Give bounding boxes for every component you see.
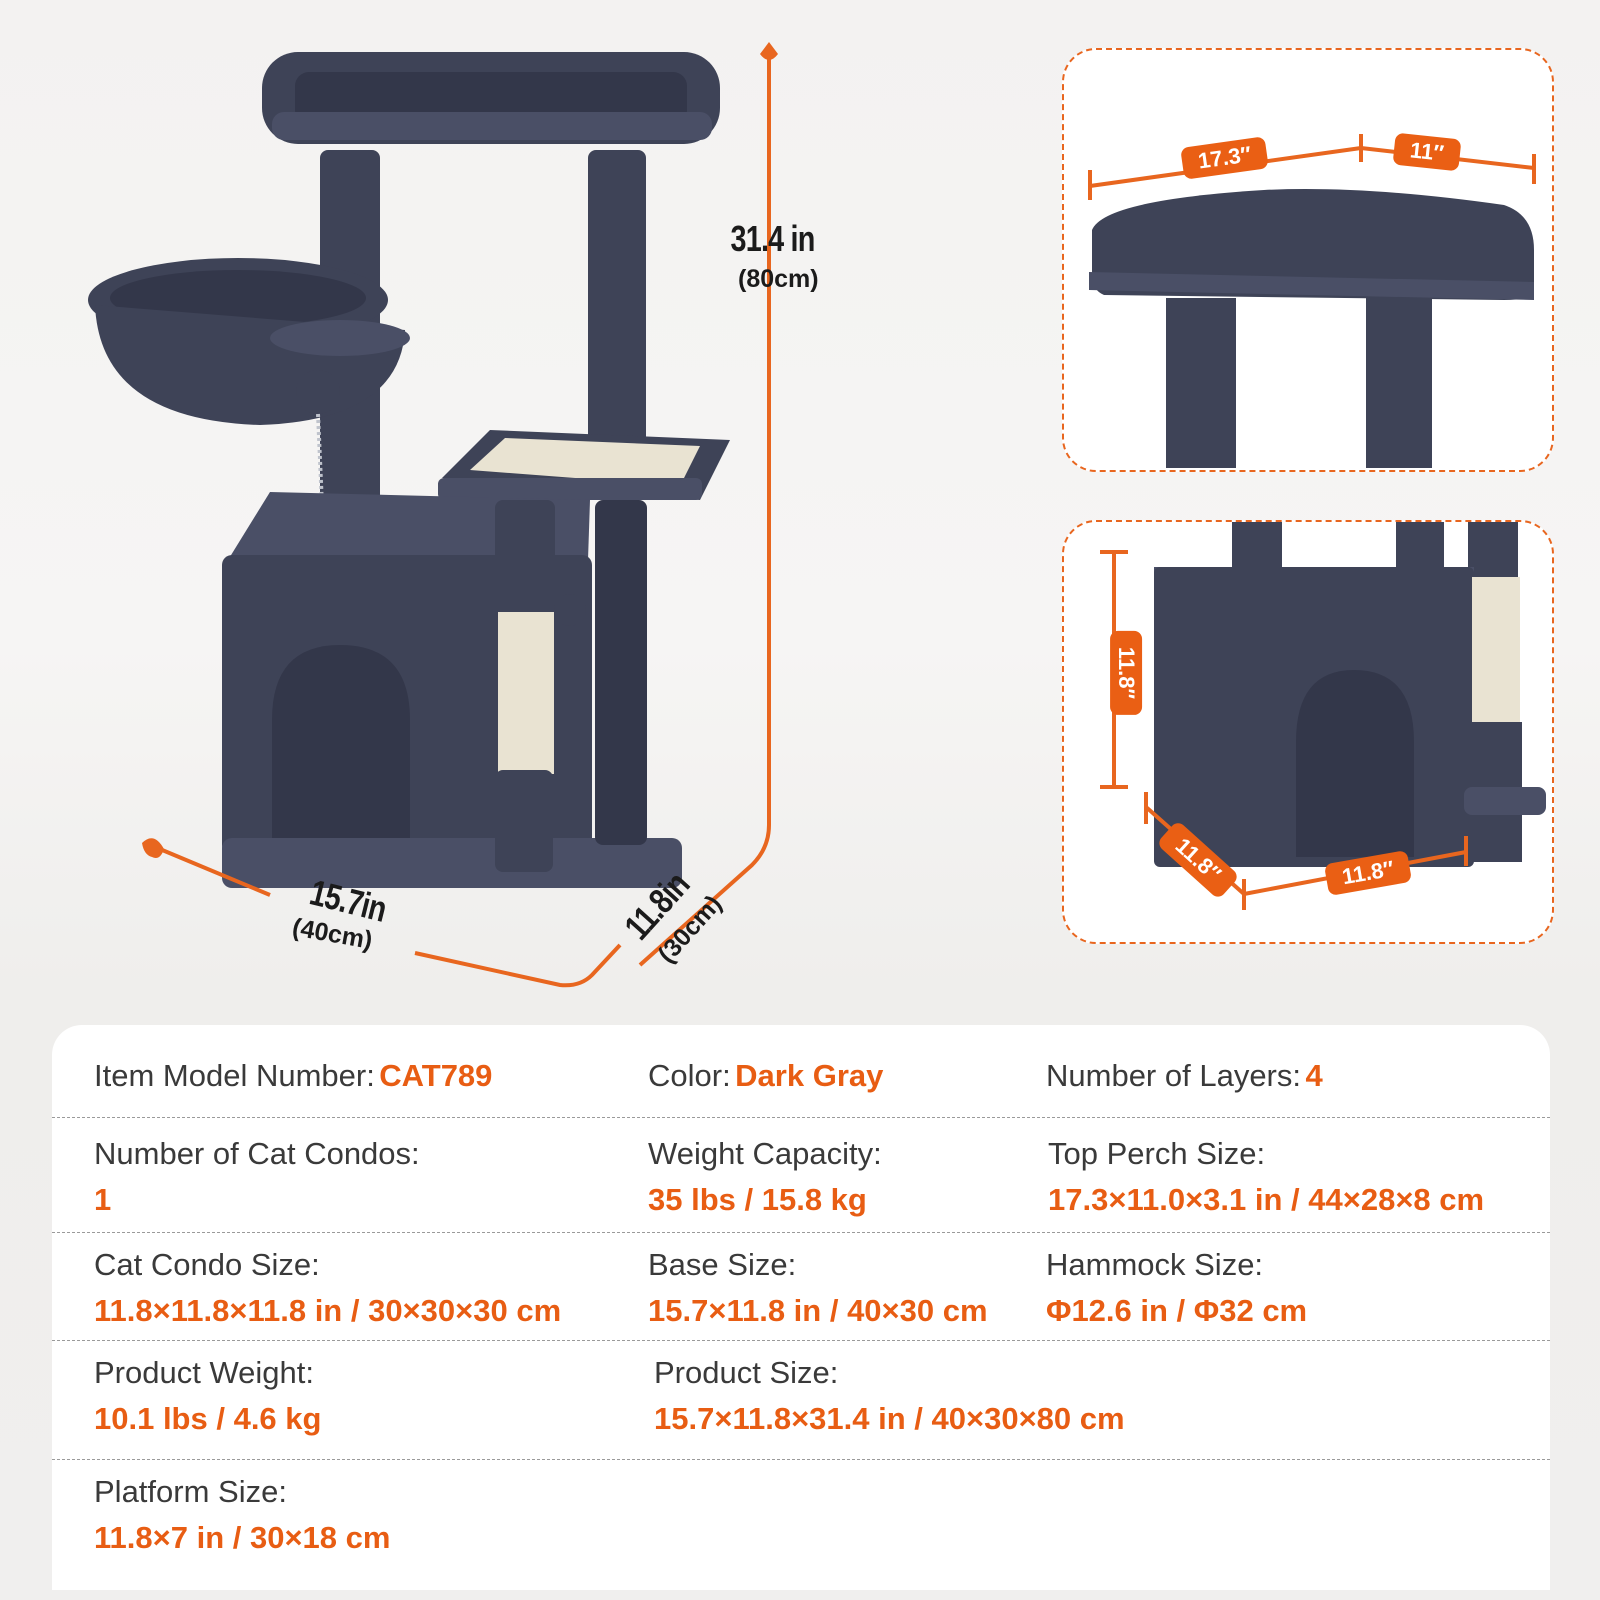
spec-label: Top Perch Size:: [1048, 1136, 1266, 1171]
spec-value: 1: [94, 1182, 112, 1217]
spec-label: Base Size:: [648, 1247, 797, 1282]
spec-value: 15.7×11.8×31.4 in / 40×30×80 cm: [654, 1401, 1125, 1436]
spec-value: Φ12.6 in / Φ32 cm: [1046, 1293, 1308, 1328]
perch-width-label: 11″: [1392, 132, 1462, 172]
spec-row: Platform Size: 11.8×7 in / 30×18 cm: [52, 1460, 1550, 1590]
condo-height-label: 11.8″: [1110, 630, 1143, 716]
spec-label: Color:: [648, 1058, 731, 1093]
spec-hammock-size: Hammock Size: Φ12.6 in / Φ32 cm: [1046, 1247, 1307, 1329]
spec-label: Number of Cat Condos:: [94, 1136, 420, 1171]
specifications-card: Item Model Number: CAT789 Color: Dark Gr…: [52, 1025, 1550, 1590]
spec-label: Number of Layers:: [1046, 1058, 1301, 1093]
spec-row: Item Model Number: CAT789 Color: Dark Gr…: [52, 1025, 1550, 1118]
spec-label: Product Size:: [654, 1355, 839, 1390]
scratch-platform: [438, 430, 730, 500]
spec-label: Product Weight:: [94, 1355, 314, 1390]
spec-value: Dark Gray: [735, 1058, 884, 1093]
spec-weight-capacity: Weight Capacity: 35 lbs / 15.8 kg: [648, 1136, 882, 1218]
perch-dimension-lines: [1088, 134, 1536, 200]
spec-label: Platform Size:: [94, 1474, 287, 1509]
spec-base-size: Base Size: 15.7×11.8 in / 40×30 cm: [648, 1247, 988, 1329]
spec-color: Color: Dark Gray: [648, 1058, 883, 1094]
spec-product-size: Product Size: 15.7×11.8×31.4 in / 40×30×…: [654, 1355, 1125, 1437]
top-perch-detail-panel: 17.3″ 11″: [1062, 48, 1554, 472]
spec-value: 11.8×7 in / 30×18 cm: [94, 1520, 391, 1555]
spec-label: Weight Capacity:: [648, 1136, 882, 1171]
spec-value: 17.3×11.0×3.1 in / 44×28×8 cm: [1048, 1182, 1485, 1217]
spec-value: 4: [1305, 1058, 1323, 1093]
spec-model-number: Item Model Number: CAT789: [94, 1058, 492, 1094]
cat-tree-illustration: [88, 52, 730, 888]
condo-dimension-lines: [1100, 550, 1468, 910]
top-perch: [262, 52, 720, 144]
condo-image: [1154, 522, 1546, 867]
spec-product-weight: Product Weight: 10.1 lbs / 4.6 kg: [94, 1355, 321, 1437]
hammock: [88, 258, 410, 425]
spec-value: 15.7×11.8 in / 40×30 cm: [648, 1293, 988, 1328]
spec-value: CAT789: [379, 1058, 493, 1093]
spec-layers: Number of Layers: 4: [1046, 1058, 1323, 1094]
spec-condo-size: Cat Condo Size: 11.8×11.8×11.8 in / 30×3…: [94, 1247, 561, 1329]
spec-label: Item Model Number:: [94, 1058, 375, 1093]
spec-row: Cat Condo Size: 11.8×11.8×11.8 in / 30×3…: [52, 1233, 1550, 1341]
height-dimension-secondary: (80cm): [738, 265, 819, 293]
spec-cat-condos: Number of Cat Condos: 1: [94, 1136, 420, 1218]
spec-top-perch-size: Top Perch Size: 17.3×11.0×3.1 in / 44×28…: [1048, 1136, 1484, 1218]
condo-detail-panel: 11.8″ 11.8″ 11.8″: [1062, 520, 1554, 944]
spec-value: 11.8×11.8×11.8 in / 30×30×30 cm: [94, 1293, 562, 1328]
height-dimension-arrow: [638, 42, 778, 967]
spec-value: 10.1 lbs / 4.6 kg: [94, 1401, 322, 1436]
spec-label: Cat Condo Size:: [94, 1247, 320, 1282]
spec-value: 35 lbs / 15.8 kg: [648, 1182, 867, 1217]
width-dimension-arrow: [142, 838, 622, 988]
height-dimension-primary: 31.4 in: [730, 218, 816, 259]
spec-row: Product Weight: 10.1 lbs / 4.6 kg Produc…: [52, 1341, 1550, 1460]
spec-label: Hammock Size:: [1046, 1247, 1264, 1282]
top-perch-image: [1089, 189, 1534, 468]
spec-row: Number of Cat Condos: 1 Weight Capacity:…: [52, 1118, 1550, 1233]
spec-platform-size: Platform Size: 11.8×7 in / 30×18 cm: [94, 1474, 390, 1556]
